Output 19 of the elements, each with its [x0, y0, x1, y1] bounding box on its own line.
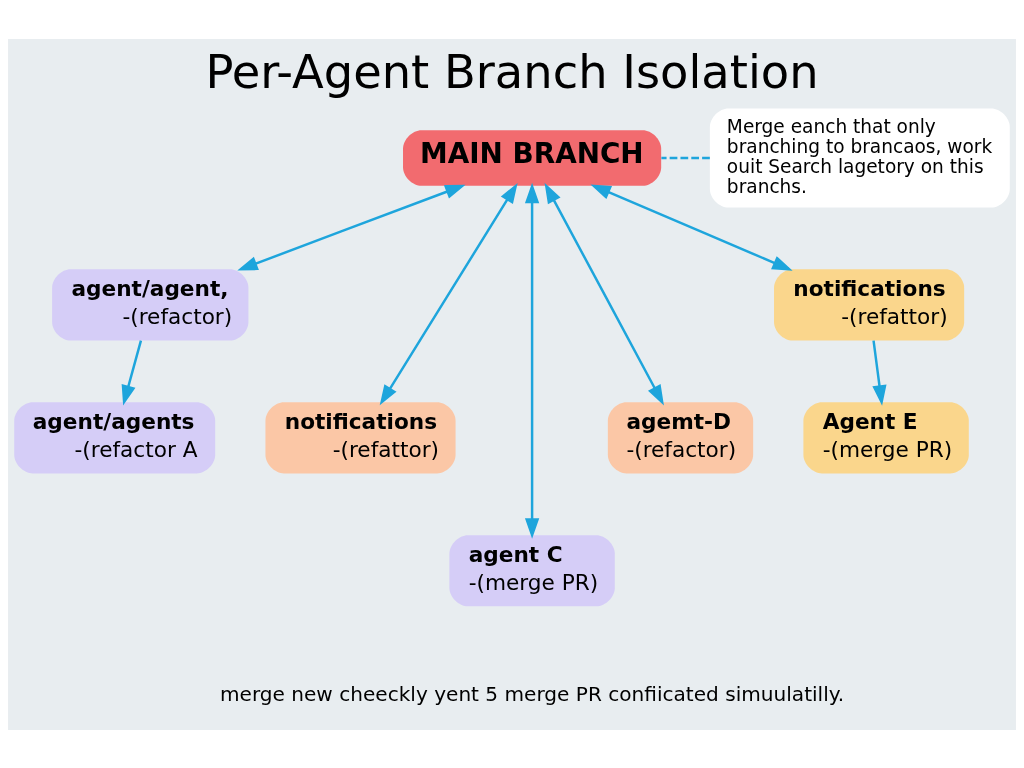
diagram-title: Per-Agent Branch Isolation	[205, 44, 819, 99]
arrow	[524, 182, 540, 539]
arrow	[237, 184, 466, 271]
node-box: notifications -(refattor)	[265, 401, 456, 473]
arrow	[872, 339, 887, 406]
node-box: notifications -(refattor)	[774, 268, 965, 340]
arrow	[590, 184, 793, 271]
node-box: Merge eanch that only branching to brancaos, work ouit Search lagetory on this branchs.	[709, 108, 1010, 207]
arrow	[121, 339, 143, 406]
arrow	[379, 182, 518, 405]
caption: merge new cheeckly yent 5 merge PR confiicated simuulatilly.	[220, 681, 845, 706]
arrow	[544, 182, 664, 405]
node-box: agent C -(merge PR)	[449, 534, 615, 606]
node-box: agent/agents -(refactor A	[14, 401, 216, 473]
connector	[661, 156, 710, 159]
node-box: MAIN BRANCH	[403, 129, 662, 186]
node-box: Agent E -(merge PR)	[803, 401, 969, 473]
node-box: agent/agent, -(refactor)	[52, 268, 249, 340]
node-box: agemt-D -(refactor)	[607, 401, 754, 473]
